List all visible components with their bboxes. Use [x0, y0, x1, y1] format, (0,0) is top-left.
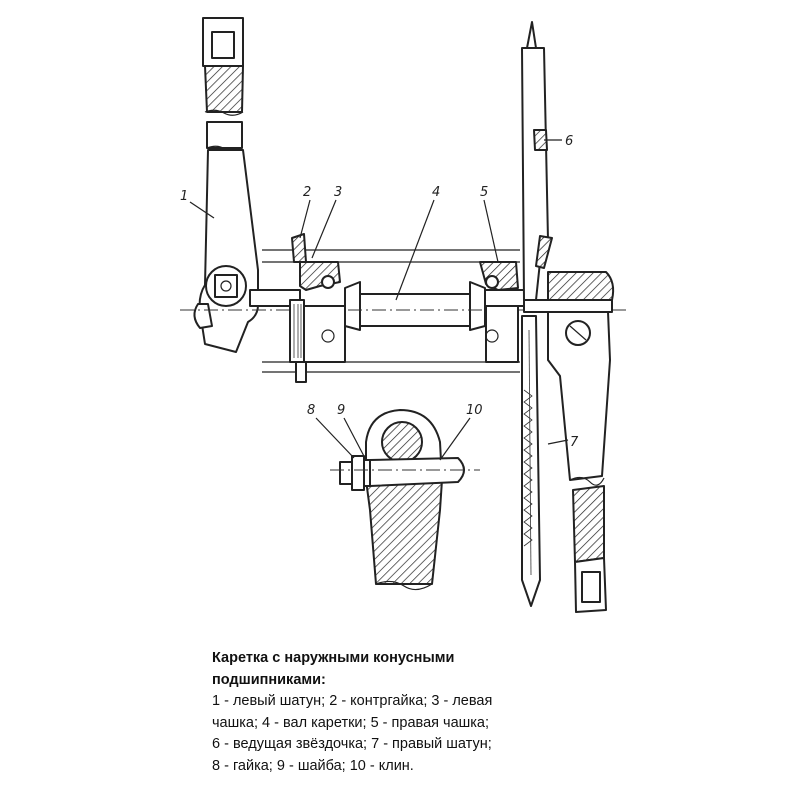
detail-spindle-section	[381, 421, 423, 463]
left-crank-upper-arm	[206, 121, 243, 149]
left-crank-section	[204, 65, 244, 113]
part-labels: 1 2 3 4 5 6 7 8 9 10	[180, 134, 579, 450]
label-8: 8	[307, 403, 315, 418]
detail-break-line	[375, 580, 433, 591]
chain-links	[523, 389, 533, 547]
leader-7	[547, 439, 569, 445]
label-1: 1	[180, 189, 188, 204]
right-cup-section	[479, 261, 519, 291]
leader-1	[189, 201, 215, 219]
label-4: 4	[432, 185, 440, 200]
right-bearing-ball	[485, 275, 499, 289]
leader-8	[315, 417, 355, 459]
pedal-socket	[581, 571, 601, 603]
locknut-body	[289, 299, 305, 363]
left-crank	[193, 17, 259, 353]
leader-lines	[189, 139, 569, 461]
chainring-spider	[535, 235, 553, 269]
left-cup-lower	[303, 305, 346, 363]
label-5: 5	[480, 185, 488, 200]
left-crank-center	[220, 280, 232, 292]
label-3: 3	[334, 185, 342, 200]
left-crank-top-socket	[211, 31, 235, 59]
left-cup-section	[299, 261, 341, 291]
leader-2	[299, 199, 311, 239]
spindle-right-end	[484, 289, 525, 307]
label-6: 6	[565, 134, 573, 149]
caption-line: чашка; 4 - вал каретки; 5 - правая чашка…	[212, 714, 490, 731]
caption-title-line-2: подшипниками:	[212, 671, 326, 688]
right-lower-ball	[485, 329, 499, 343]
left-crank-bolt-head	[193, 303, 213, 329]
right-cup	[479, 261, 519, 363]
label-9: 9	[337, 403, 345, 418]
detail-crank-arm	[365, 479, 443, 585]
left-crank-spindle-square	[214, 274, 238, 298]
right-crank-arm	[547, 311, 611, 481]
detail-nut	[351, 455, 365, 491]
locknut-bottom	[295, 361, 307, 383]
caption-line: 1 - левый шатун; 2 - контргайка; 3 - лев…	[212, 693, 493, 709]
right-crank-boss-section	[547, 271, 615, 301]
spindle	[180, 281, 630, 331]
right-crank-lower-section	[572, 485, 605, 563]
caption-line: 6 - ведущая звёздочка; 7 - правый шатун;	[212, 736, 492, 752]
left-crank-break-line	[204, 109, 244, 116]
detail-thread-end	[339, 461, 353, 485]
chainring-lower	[521, 315, 541, 607]
leader-9	[343, 417, 367, 461]
leader-10	[439, 417, 471, 461]
left-bearing-ball	[321, 275, 335, 289]
right-cup-lower	[485, 305, 519, 363]
locknut-top	[291, 233, 307, 263]
label-10: 10	[466, 403, 483, 418]
figure-caption: Каретка с наружными конусными подшипника…	[212, 648, 632, 777]
right-crank	[523, 271, 615, 613]
label-7: 7	[570, 435, 579, 450]
chainring	[521, 21, 553, 607]
spindle-right-shoulder	[469, 281, 486, 331]
bolt-slot	[569, 325, 587, 341]
right-crank-break-line	[569, 476, 605, 486]
left-lower-ball	[321, 329, 335, 343]
chainring-edge	[528, 329, 532, 576]
cotter-detail	[330, 409, 480, 591]
label-2: 2	[303, 185, 311, 200]
chainring-tooth-top	[526, 21, 537, 49]
caption-title-line-1: Каретка с наружными конусными	[212, 650, 455, 666]
left-cup	[299, 261, 346, 363]
right-crank-collar	[523, 299, 613, 313]
leader-4	[395, 199, 435, 301]
chainring-section	[533, 129, 548, 151]
detail-cotter-pin	[369, 457, 465, 487]
leader-3	[311, 199, 337, 259]
leader-5	[483, 199, 499, 263]
spindle-left-shoulder	[344, 281, 361, 331]
caption-line: 8 - гайка; 9 - шайба; 10 - клин.	[212, 757, 414, 774]
